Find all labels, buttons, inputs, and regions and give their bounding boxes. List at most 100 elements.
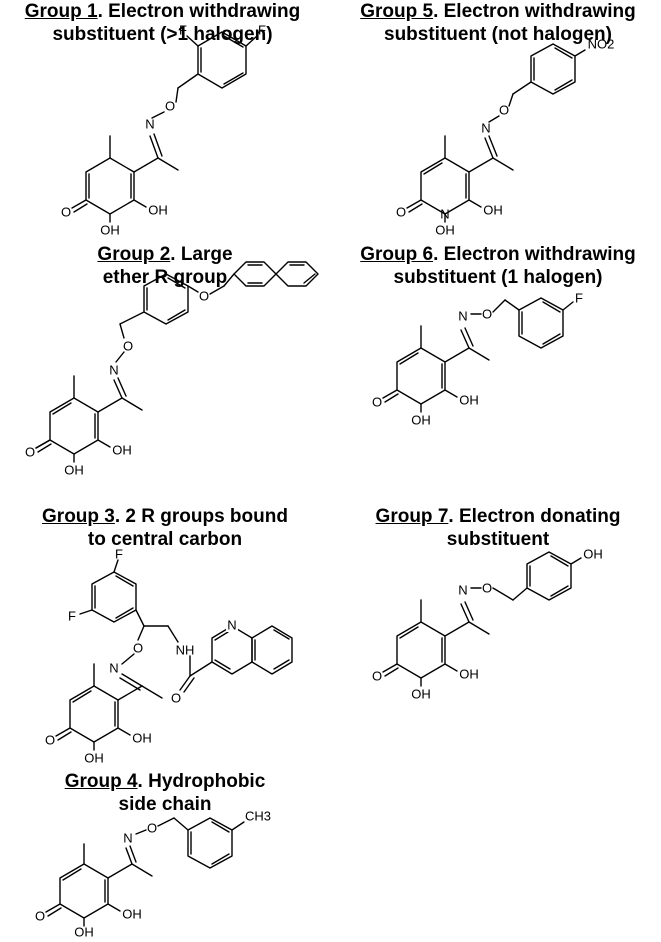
atom-o: O	[123, 339, 133, 354]
methyl-bond	[157, 157, 179, 171]
methyl-bond	[468, 347, 490, 361]
atom-f: F	[258, 23, 266, 38]
atom-f: F	[68, 609, 76, 624]
quinoline-double-bond	[273, 629, 290, 640]
side-bond	[468, 157, 494, 173]
atom-o: O	[61, 205, 71, 220]
carbonyl-bond	[406, 199, 422, 209]
methyl-bond	[131, 863, 153, 877]
imine-bond	[113, 379, 123, 399]
oh-bond	[97, 439, 111, 448]
n-o-bond	[135, 829, 147, 835]
atom-oh: OH	[459, 667, 479, 682]
ch2-nh-bond	[167, 625, 179, 643]
imine-bond	[464, 327, 474, 347]
carbonyl-bond	[71, 199, 87, 209]
atom-oh: OH	[483, 203, 503, 218]
o-ch2-bond	[157, 817, 175, 827]
o-n-bond	[121, 653, 135, 665]
group-4-label: Group 4	[64, 771, 138, 792]
group-4-title-rest: . Hydrophobic	[137, 771, 266, 792]
group-4-subtitle: side chain	[118, 794, 212, 815]
ch2-ring-bond	[119, 311, 145, 325]
group-7-subtitle: substituent	[446, 529, 550, 550]
quinoline-n-bg	[226, 618, 238, 632]
group-5-title: Group 5. Electron withdrawing substituen…	[335, 0, 661, 46]
group-7-label: Group 7	[375, 506, 449, 527]
group-6-label: Group 6	[360, 244, 434, 265]
carbonyl-bond	[47, 907, 62, 917]
core-ring	[396, 347, 446, 405]
phenyl-double-bond	[167, 277, 186, 289]
side-bond	[107, 863, 133, 879]
core-ring	[49, 397, 99, 455]
atom-oh: OH	[411, 687, 431, 702]
atom-n: N	[123, 831, 132, 846]
imine-bond	[488, 135, 498, 157]
group-1-structure: N O F F O OH OH	[61, 23, 266, 238]
ch2-ring-bond	[512, 587, 528, 601]
aryl-ring	[197, 31, 247, 89]
atom-f: F	[179, 23, 187, 38]
group-5-label: Group 5	[360, 1, 434, 22]
core-double-bond	[423, 162, 443, 175]
atom-oh: OH	[122, 907, 142, 922]
group-5-title-rest: . Electron withdrawing	[433, 1, 636, 22]
atom-oh: OH	[112, 443, 132, 458]
imine-bond	[153, 133, 163, 157]
atom-o: O	[35, 909, 45, 924]
atom-n: N	[458, 309, 467, 324]
aryl-ring	[518, 297, 564, 349]
atom-o: O	[372, 669, 382, 684]
quinoline-double-bond	[214, 659, 231, 670]
imine-bond	[149, 135, 159, 159]
group-3-subtitle: to central carbon	[87, 529, 243, 550]
n-o-bond	[115, 351, 125, 363]
imine-bond	[464, 601, 474, 621]
side-bond	[133, 157, 159, 173]
core-ring	[396, 621, 446, 679]
atom-n: N	[227, 618, 236, 633]
atom-o: O	[165, 99, 175, 114]
aryl-double-bond	[115, 607, 134, 619]
n-o-bond	[151, 111, 165, 119]
group-2-subtitle: ether R group	[102, 267, 228, 288]
group-1-title: Group 1. Electron withdrawing substituen…	[0, 0, 325, 46]
aryl-double-bond	[550, 585, 569, 597]
atom-oh: OH	[100, 223, 120, 238]
carbonyl-bond	[37, 443, 52, 453]
f-bond	[113, 559, 119, 573]
atom-ch3: CH3	[245, 809, 271, 824]
quinoline-double-bond	[214, 631, 229, 641]
atom-oh: OH	[435, 223, 455, 238]
group-7-title-rest: . Electron donating	[448, 506, 621, 527]
core-double-bond	[72, 690, 92, 703]
group-3-label: Group 3	[42, 506, 115, 527]
oh-bond	[117, 727, 131, 736]
phenol-ring	[526, 551, 572, 601]
imine-bond	[125, 847, 133, 865]
quinoline-ring-a	[211, 625, 253, 675]
core-double-bond	[62, 868, 82, 881]
atom-o: O	[45, 733, 55, 748]
aryl-double-bond	[542, 301, 561, 313]
group-3-title: Group 3. 2 R groups bound to central car…	[0, 505, 330, 551]
ch2-ring-bond	[177, 73, 199, 89]
f-bond	[186, 35, 199, 47]
group-2-title-rest: . Large	[170, 244, 233, 265]
atom-o: O	[482, 307, 492, 322]
atom-n: N	[109, 661, 118, 676]
methyl-bond	[468, 621, 490, 635]
group-2-ether-naphthyl: O	[187, 273, 235, 304]
aryl-double-bond	[550, 555, 569, 567]
carbonyl-bond	[57, 731, 72, 741]
atom-o: O	[499, 103, 509, 118]
ch2-naphthyl-bond	[223, 273, 235, 287]
carbonyl-bond	[384, 393, 399, 403]
side-bond	[97, 397, 123, 413]
imine-bond	[129, 845, 137, 863]
atom-n: N	[145, 117, 154, 132]
oh-bond	[444, 663, 458, 672]
group-2-label: Group 2	[97, 244, 171, 265]
methyl-bond	[492, 157, 514, 171]
